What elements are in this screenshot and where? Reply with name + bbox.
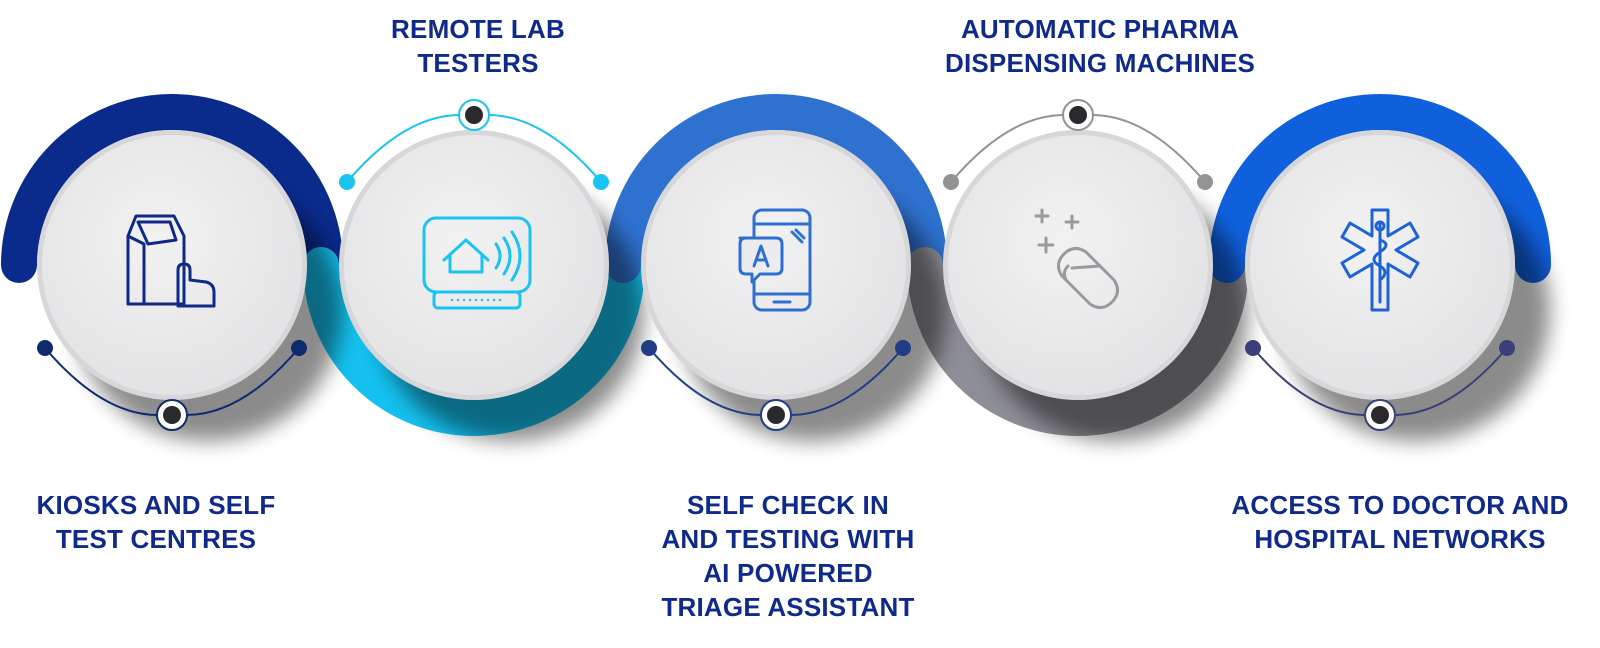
connector-node-dot [163,406,181,424]
step-label-pharma: AUTOMATIC PHARMA DISPENSING MACHINES [900,12,1300,80]
connector-end-dot [1197,174,1213,190]
connector-node-dot [465,106,483,124]
connector-node-dot [767,406,785,424]
step-circle-pharma [948,135,1208,395]
pill-capsule-icon [1034,208,1119,309]
connector-end-dot [1245,340,1261,356]
connector-line [950,114,1206,183]
step-label-remote-lab: REMOTE LAB TESTERS [320,12,636,80]
step-label-line: SELF CHECK IN [687,490,889,520]
step-circle-remote-lab [344,135,604,395]
step-label-self-check-in: SELF CHECK IN AND TESTING WITH AI POWERE… [620,488,956,624]
step-label-line: TRIAGE ASSISTANT [661,592,915,622]
ai-phone-chat-icon [738,208,812,312]
connector-end-dot [895,340,911,356]
step-label-line: AUTOMATIC PHARMA [960,14,1240,44]
step-label-line: REMOTE LAB [391,14,565,44]
connector-end-dot [1499,340,1515,356]
step-label-kiosks: KIOSKS AND SELF TEST CENTRES [0,488,312,556]
connector-line [44,347,300,416]
connector-line [346,114,602,183]
star-of-life-icon [1340,208,1420,312]
step-label-line: DISPENSING MACHINES [944,48,1256,78]
connector-line [1252,347,1508,416]
smart-home-device-icon [422,216,532,310]
step-label-line: KIOSKS AND SELF [36,490,276,520]
step-circle-kiosks [42,135,302,395]
arc-band-self-check-in [605,94,947,283]
connector-end-dot [641,340,657,356]
connector-end-dot [37,340,53,356]
connector-end-dot [593,174,609,190]
connector-line [648,347,904,416]
arc-band-kiosks [1,94,343,283]
connector-end-dot [943,174,959,190]
connector-end-dot [291,340,307,356]
step-label-line: AND TESTING WITH [661,524,915,554]
step-label-line: TEST CENTRES [55,524,257,554]
step-label-doctor-network: ACCESS TO DOCTOR AND HOSPITAL NETWORKS [1200,488,1600,556]
step-label-line: AI POWERED [703,558,873,588]
step-label-line: TESTERS [417,48,539,78]
connector-node-dot [1371,406,1389,424]
arc-band-doctor-network [1209,94,1551,283]
connector-end-dot [339,174,355,190]
step-label-line: ACCESS TO DOCTOR AND [1231,490,1569,520]
connector-node-dot [1069,106,1087,124]
step-label-line: HOSPITAL NETWORKS [1254,524,1546,554]
kiosk-touchscreen-icon [126,214,216,308]
